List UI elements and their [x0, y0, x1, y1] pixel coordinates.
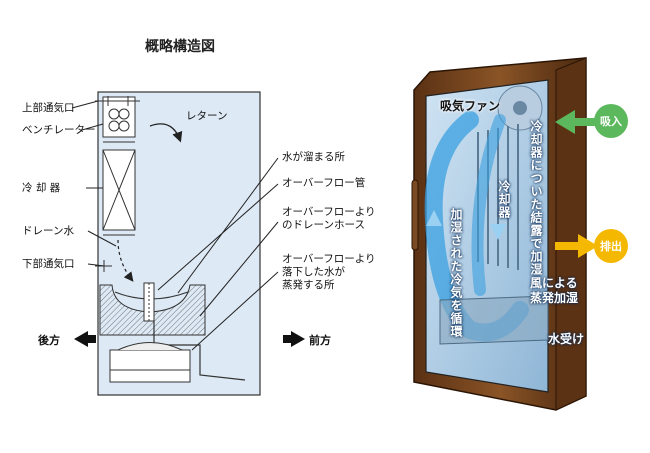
return-label: レターン: [186, 110, 228, 122]
exhaust-badge: 排出: [594, 229, 628, 263]
intake-badge: 吸入: [594, 104, 628, 138]
water-tray-shape: [439, 295, 549, 345]
top-vent-label: 上部通気口: [22, 102, 75, 114]
circulation-label: 加湿された冷気を循環: [449, 208, 463, 338]
fan-circle-2: [118, 108, 130, 120]
cabinet-side: [555, 57, 587, 411]
fan-circle-4: [118, 120, 130, 132]
back-arrow-icon: [74, 331, 96, 347]
leader-hose: [199, 221, 279, 317]
schematic-title: 概略構造図: [145, 39, 215, 55]
air-arrow-down: [490, 224, 506, 240]
front-arrow-icon: [283, 331, 305, 347]
evap-tray: [109, 349, 191, 383]
air-arrow-up: [426, 210, 442, 226]
direction-back-label: 後方: [38, 334, 60, 347]
intake-fan-label: 吸気ファン: [440, 99, 501, 113]
leader-overflow: [157, 183, 279, 291]
callout-drain-hose: オーバーフローより のドレーンホース: [282, 206, 376, 231]
intake-arrow-icon: [555, 110, 600, 134]
water-tray-label: 水受け: [548, 332, 585, 346]
fan-label: ベンチレーター: [22, 124, 96, 136]
condensation-label: 冷却器についた結露で加湿: [529, 120, 543, 276]
callout-evaporation: オーバーフローより 落下した水が 蒸発する所: [282, 253, 376, 291]
drain-hose-shape: [153, 321, 246, 381]
fan-evaporation-label: 風による蒸発加湿: [530, 276, 579, 305]
return-arrow: [149, 123, 183, 143]
door-handle: [411, 179, 419, 251]
callout-pooled-water: 水が溜まる所: [282, 151, 345, 163]
leader-evap: [191, 271, 279, 351]
callout-overflow-pipe: オーバーフロー管: [282, 177, 366, 189]
bottom-vent-label: 下部通気口: [22, 258, 75, 270]
exhaust-arrow-icon: [555, 234, 598, 258]
cooler-vertical-label: 冷却器: [497, 180, 511, 219]
cooler-label: 冷 却 器: [22, 182, 61, 194]
drain-water-label: ドレーン水: [22, 225, 74, 237]
leader-pooled: [177, 157, 279, 294]
air-flow-inner: [471, 114, 506, 296]
direction-front-label: 前方: [309, 334, 331, 347]
